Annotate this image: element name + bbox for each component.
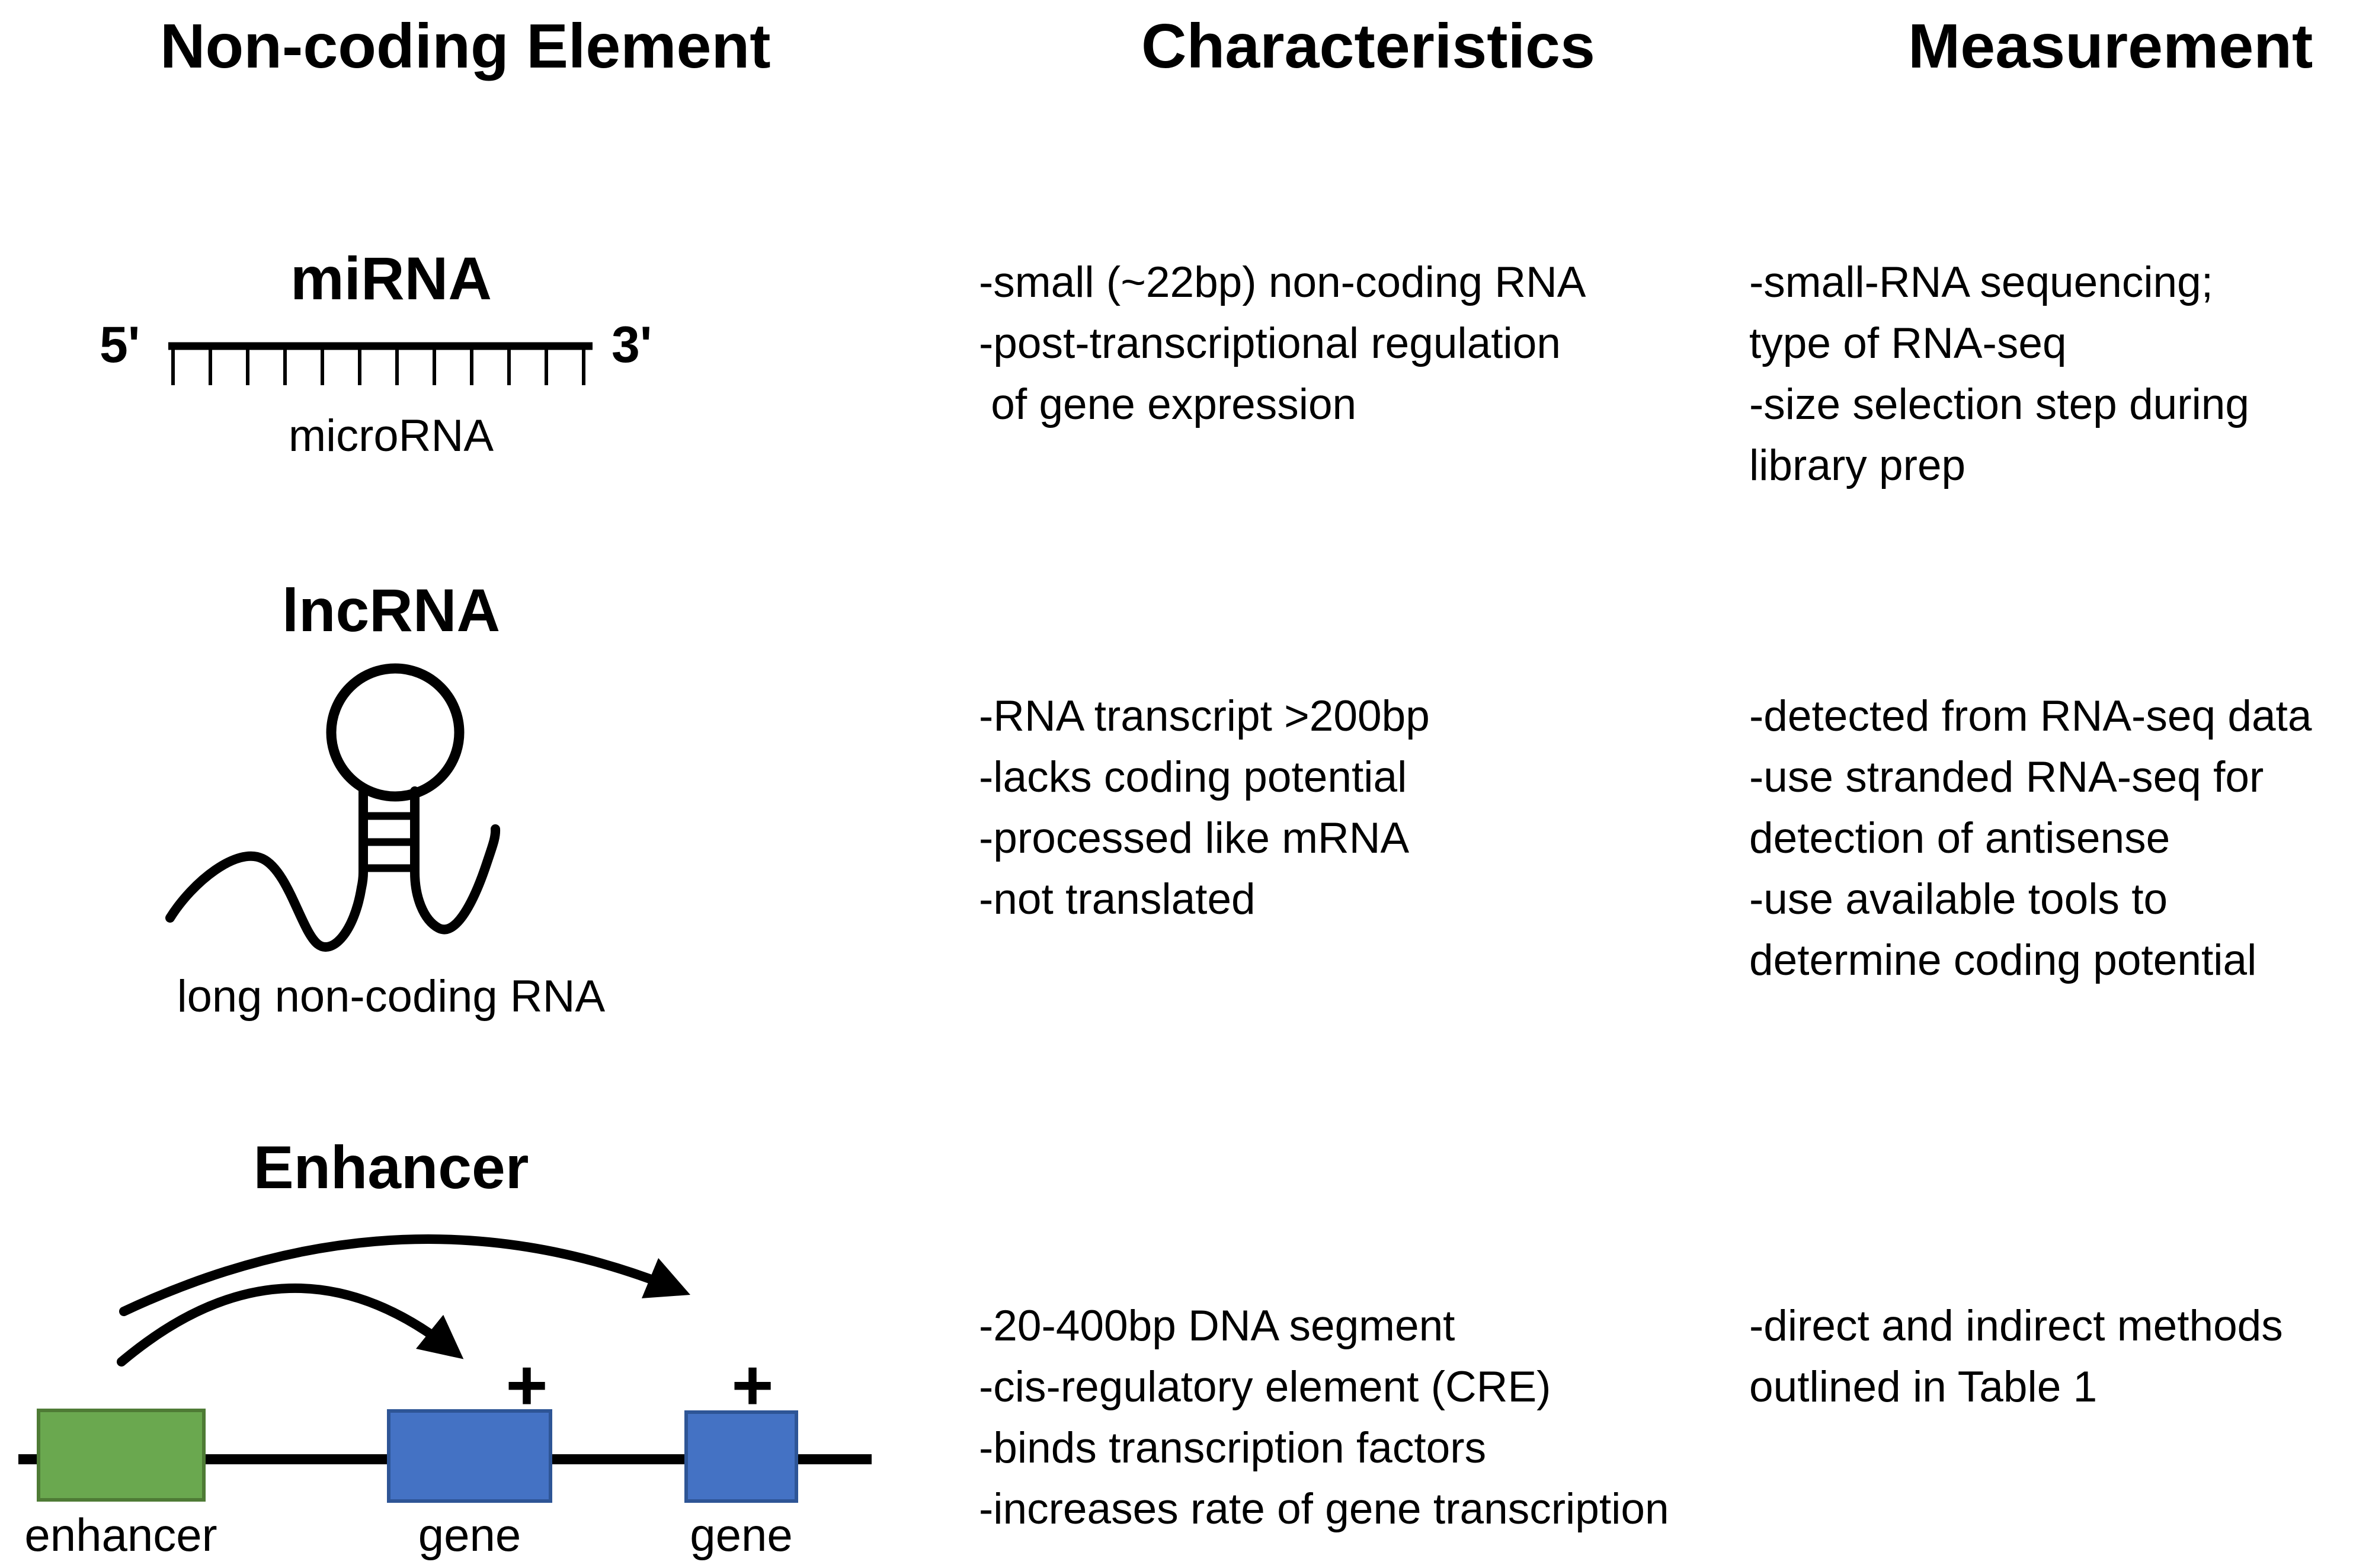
- measurement-line: detection of antisense: [1749, 814, 2170, 862]
- lncrna-characteristics-list: -RNA transcript >200bp -lacks coding pot…: [979, 686, 1773, 930]
- measurement-line: -size selection step during: [1749, 380, 2249, 428]
- mirna-measurement-list: -small-RNA sequencing; type of RNA-seq -…: [1749, 252, 2369, 496]
- measurement-line: -detected from RNA-seq data: [1749, 692, 2312, 740]
- column-header-element: Non-coding Element: [160, 11, 771, 81]
- measurement-line: -use stranded RNA-seq for: [1749, 753, 2264, 801]
- characteristic-line: -20-400bp DNA segment: [979, 1302, 1455, 1350]
- enhancer-box-label: enhancer: [24, 1509, 217, 1561]
- lncrna-measurement-list: -detected from RNA-seq data -use strande…: [1749, 686, 2369, 991]
- measurement-line: library prep: [1749, 441, 1966, 489]
- enhancer-measurement-list: -direct and indirect methods outlined in…: [1749, 1295, 2369, 1417]
- measurement-line: -small-RNA sequencing;: [1749, 258, 2214, 306]
- characteristic-line: -lacks coding potential: [979, 753, 1407, 801]
- mirna-caption: microRNA: [288, 411, 494, 461]
- measurement-line: outlined in Table 1: [1749, 1363, 2098, 1411]
- mirna-title: miRNA: [290, 245, 492, 312]
- characteristic-line: -processed like mRNA: [979, 814, 1410, 862]
- gene-box: [684, 1410, 798, 1503]
- mirna-comb-diagram: [168, 342, 593, 385]
- characteristic-line: of gene expression: [979, 380, 1357, 428]
- measurement-line: -use available tools to: [1749, 875, 2168, 923]
- measurement-line: -direct and indirect methods: [1749, 1302, 2283, 1350]
- enhancer-box: [37, 1409, 206, 1502]
- characteristic-line: -increases rate of gene transcription: [979, 1485, 1669, 1533]
- lncrna-hairpin-diagram: [165, 663, 501, 952]
- characteristic-line: -post-transcriptional regulation: [979, 319, 1561, 367]
- characteristic-line: -small (~22bp) non-coding RNA: [979, 258, 1586, 306]
- gene-box-label: gene: [690, 1509, 793, 1561]
- lncrna-title: lncRNA: [281, 577, 501, 644]
- measurement-line: determine coding potential: [1749, 936, 2257, 984]
- characteristic-line: -not translated: [979, 875, 1256, 923]
- column-header-measurement: Measurement: [1908, 11, 2313, 81]
- measurement-line: type of RNA-seq: [1749, 319, 2067, 367]
- lncrna-caption: long non-coding RNA: [177, 971, 606, 1022]
- mirna-characteristics-list: -small (~22bp) non-coding RNA -post-tran…: [979, 252, 1773, 435]
- gene-box: [387, 1409, 552, 1503]
- column-header-characteristics: Characteristics: [1141, 11, 1595, 81]
- mirna-three-prime-label: 3': [612, 316, 652, 373]
- characteristic-line: -cis-regulatory element (CRE): [979, 1363, 1551, 1411]
- characteristic-line: -RNA transcript >200bp: [979, 692, 1430, 740]
- enhancer-title: Enhancer: [253, 1134, 529, 1201]
- enhancer-characteristics-list: -20-400bp DNA segment -cis-regulatory el…: [979, 1295, 1773, 1540]
- enhancer-arrow-diagram: [117, 1234, 691, 1367]
- gene-box-label: gene: [418, 1509, 521, 1561]
- mirna-five-prime-label: 5': [100, 316, 140, 373]
- characteristic-line: -binds transcription factors: [979, 1424, 1487, 1472]
